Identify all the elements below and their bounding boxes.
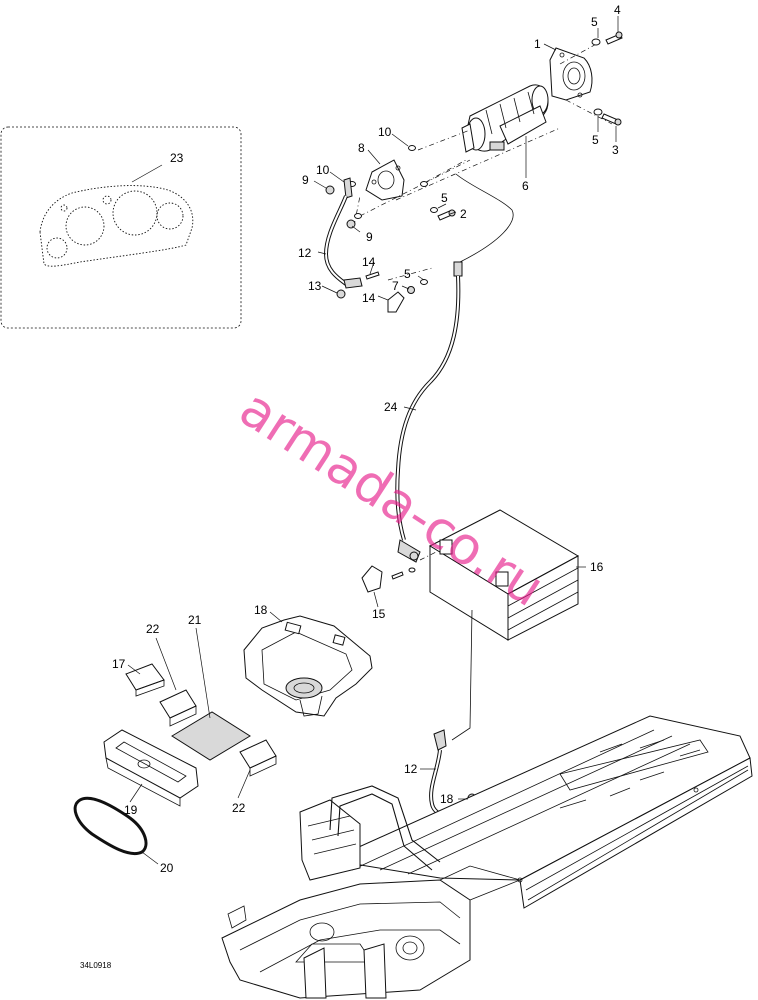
battery-part[interactable] [419,509,580,641]
nut-13[interactable] [336,289,346,299]
starter-bracket-part[interactable] [549,47,593,101]
callout-8: 8 [358,141,365,155]
callout-10-left: 10 [316,163,330,177]
callout-1: 1 [534,37,541,51]
callout-4: 4 [614,3,621,17]
washer-10-upper[interactable] [408,145,416,151]
callout-12-lower: 12 [404,762,418,776]
ground-cable-12-upper[interactable] [323,177,363,289]
callout-6: 6 [522,179,529,193]
washer-5-cable[interactable] [420,279,428,285]
assembly-centerlines [353,41,613,281]
bolt-2[interactable] [437,209,456,221]
starter-motor-part[interactable] [461,84,549,153]
chassis-frame [221,715,753,999]
gauge-cluster-part[interactable] [39,185,194,267]
pad-22-upper[interactable] [159,689,197,727]
callout-22-upper: 22 [146,622,160,636]
callout-18-nut: 18 [440,792,454,806]
drawing-code: 34L0918 [80,961,112,970]
pad-17[interactable] [125,663,165,697]
callout-22-lower: 22 [232,801,246,815]
boot-14[interactable] [387,291,405,313]
callout-7: 7 [392,279,399,293]
callout-10-top: 10 [378,125,392,139]
callout-20: 20 [160,861,174,875]
callout-5-cable: 5 [404,267,411,281]
positive-cable-24[interactable] [395,261,463,563]
callout-19: 19 [124,803,138,817]
leader-lines [127,16,619,865]
callout-14-upper: 14 [362,255,376,269]
callout-9-lower: 9 [366,230,373,244]
callout-2: 2 [460,207,467,221]
callout-5-top: 5 [591,15,598,29]
callout-5-lower: 5 [592,133,599,147]
callout-3: 3 [612,143,619,157]
inset-box [0,126,242,329]
callout-17: 17 [112,657,126,671]
callout-23: 23 [170,151,184,165]
callout-15: 15 [372,607,386,621]
bolt-4[interactable] [605,31,623,45]
callout-9-left: 9 [302,173,309,187]
bolt-14[interactable] [365,271,380,280]
cover-19[interactable] [103,729,199,807]
callout-5-mid: 5 [441,191,448,205]
callout-16: 16 [590,560,604,574]
callout-21: 21 [188,613,202,627]
callout-14-lower: 14 [362,291,376,305]
callout-24: 24 [384,400,398,414]
washer-mid[interactable] [354,181,428,219]
callout-18-support: 18 [254,603,268,617]
terminal-cover-15[interactable] [361,565,383,593]
nut-7[interactable] [407,286,415,294]
washer-5-lower[interactable] [593,108,603,116]
nut-9-lower[interactable] [346,219,356,229]
callout-12-upper: 12 [298,246,312,260]
callout-labels: 1 5 4 5 3 6 10 8 10 9 9 5 2 12 14 5 7 13… [112,3,621,875]
mount-plate-part[interactable] [365,159,405,201]
washer-5-upper[interactable] [591,38,601,46]
bolt-3[interactable] [601,113,622,126]
washer-5-mid[interactable] [430,207,438,213]
terminal-bolt[interactable] [391,567,416,580]
battery-support-part[interactable] [243,615,373,717]
nut-9-upper[interactable] [325,185,335,195]
pad-21[interactable] [171,711,251,761]
callout-13: 13 [308,279,322,293]
watermark: armada-co.ru [229,379,554,619]
pad-22-lower[interactable] [239,739,277,777]
